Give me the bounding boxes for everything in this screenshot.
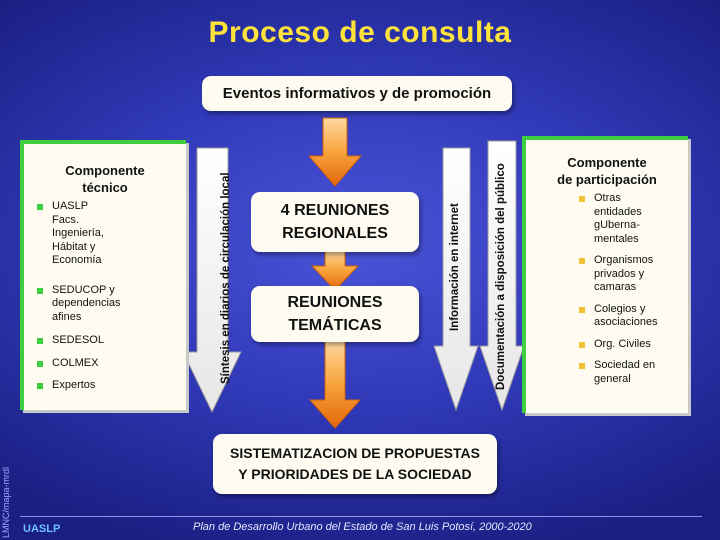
arrow-down-3 — [308, 339, 362, 429]
footer-plan-title: Plan de Desarrollo Urbano del Estado de … — [193, 521, 532, 533]
list-item: Sociedad en general — [572, 359, 686, 386]
componente-participacion-list: Otras entidades gUberna- mentales Organi… — [572, 192, 686, 386]
informacion-internet-label: Información en internet — [449, 203, 461, 331]
reuniones-tematicas-line-2: TEMÁTICAS — [288, 317, 382, 334]
componente-tecnico-list: UASLP Facs. Ingeniería, Hábitat y Econom… — [30, 200, 170, 393]
list-item: UASLP Facs. Ingeniería, Hábitat y Econom… — [30, 200, 170, 268]
eventos-informativos-box: Eventos informativos y de promoción — [202, 76, 512, 111]
componente-participacion-title-line-1: Componente — [567, 155, 647, 170]
list-item: Org. Civiles — [572, 338, 686, 352]
componente-tecnico-panel: Componente técnico UASLP Facs. Ingenierí… — [20, 140, 186, 410]
footer-uaslp: UASLP — [23, 523, 61, 535]
footer-divider — [20, 516, 702, 517]
list-item: Expertos — [30, 379, 170, 393]
arrow-right-vertical-2 — [479, 140, 525, 412]
arrow-down-2 — [310, 249, 360, 291]
componente-participacion-title: Componente de participación — [526, 154, 688, 188]
reuniones-tematicas-line-1: REUNIONES — [287, 294, 383, 311]
componente-tecnico-title-line-2: técnico — [82, 180, 128, 195]
list-item: Organismos privados y camaras — [572, 254, 686, 295]
list-item: Otras entidades gUberna- mentales — [572, 192, 686, 246]
list-item: SEDESOL — [30, 334, 170, 348]
list-item: Colegios y asociaciones — [572, 303, 686, 330]
arrow-down-1 — [307, 117, 363, 187]
componente-participacion-panel: Componente de participación Otras entida… — [522, 136, 688, 413]
list-item: COLMEX — [30, 357, 170, 371]
documentacion-publico-label: Documentación a disposición del público — [495, 163, 507, 390]
reuniones-regionales-line-1: 4 REUNIONES — [280, 202, 390, 219]
arrow-right-vertical-1 — [433, 147, 479, 412]
sistematizacion-line-2: Y PRIORIDADES DE LA SOCIEDAD — [238, 466, 472, 482]
side-tag: LMNC/mapa-mrdl — [1, 466, 11, 538]
arrow-left-vertical — [182, 147, 242, 414]
reuniones-regionales-line-2: REGIONALES — [282, 225, 388, 242]
sintesis-diarios-label: Síntesis en diarios de circulación local — [220, 172, 232, 384]
reuniones-tematicas-box: REUNIONES TEMÁTICAS — [251, 286, 419, 342]
reuniones-regionales-box: 4 REUNIONES REGIONALES — [251, 192, 419, 252]
componente-tecnico-title-line-1: Componente — [65, 163, 145, 178]
sistematizacion-line-1: SISTEMATIZACION DE PROPUESTAS — [230, 445, 480, 461]
sistematizacion-box: SISTEMATIZACION DE PROPUESTAS Y PRIORIDA… — [213, 434, 497, 494]
page-title: Proceso de consulta — [208, 16, 512, 49]
componente-tecnico-title: Componente técnico — [24, 162, 186, 196]
list-item: SEDUCOP y dependencias afines — [30, 284, 170, 325]
componente-participacion-title-line-2: de participación — [557, 172, 657, 187]
